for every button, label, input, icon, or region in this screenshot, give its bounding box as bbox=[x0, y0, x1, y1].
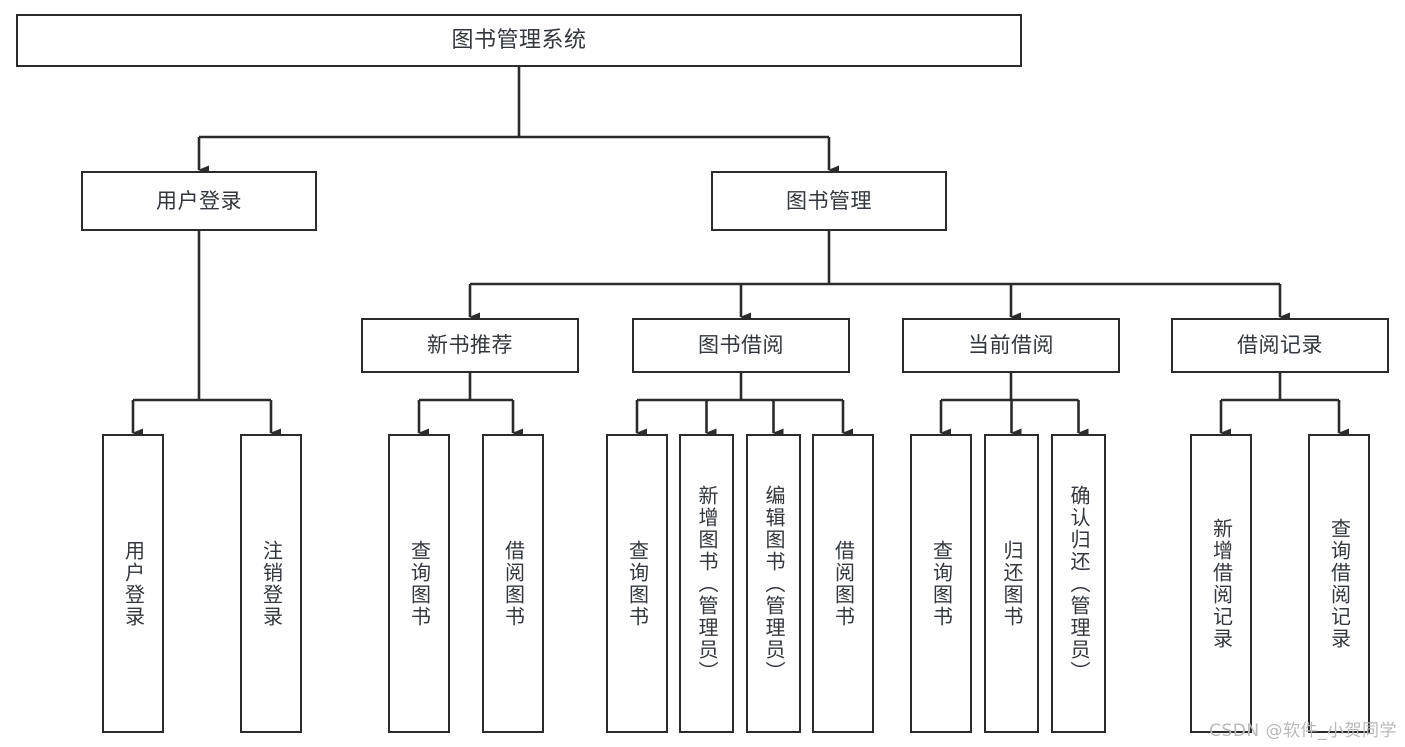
node-label: 新书推荐 bbox=[427, 333, 513, 358]
node-label: 查询借阅记录 bbox=[1327, 517, 1352, 650]
node-root[interactable]: 图书管理系统 bbox=[16, 14, 1022, 67]
node-leaf-logout[interactable]: 注销登录 bbox=[240, 434, 302, 733]
node-user-login[interactable]: 用户登录 bbox=[81, 171, 317, 231]
node-label: 借阅图书 bbox=[501, 539, 526, 628]
node-label: 借阅记录 bbox=[1237, 333, 1323, 358]
node-label: 查询图书 bbox=[929, 539, 954, 628]
node-leaf-add-record[interactable]: 新增借阅记录 bbox=[1190, 434, 1252, 733]
node-leaf-user-login[interactable]: 用户登录 bbox=[102, 434, 164, 733]
node-leaf-query-book-2[interactable]: 查询图书 bbox=[606, 434, 668, 733]
node-label: 借阅图书 bbox=[831, 539, 856, 628]
node-label: 当前借阅 bbox=[968, 333, 1054, 358]
node-leaf-return-book[interactable]: 归还图书 bbox=[984, 434, 1039, 733]
node-label: 图书借阅 bbox=[698, 333, 784, 358]
node-label: 用户登录 bbox=[121, 539, 146, 628]
node-label: 查询图书 bbox=[407, 539, 432, 628]
node-label: 归还图书 bbox=[1000, 539, 1024, 628]
node-leaf-query-record[interactable]: 查询借阅记录 bbox=[1308, 434, 1370, 733]
node-label: 图书管理系统 bbox=[451, 27, 587, 53]
node-label: 注销登录 bbox=[259, 539, 284, 628]
node-label: 图书管理 bbox=[786, 188, 872, 213]
node-label: 用户登录 bbox=[156, 188, 242, 213]
node-leaf-add-book[interactable]: 新增图书（管理员） bbox=[679, 434, 734, 733]
node-label: 编辑图书（管理员） bbox=[762, 484, 786, 683]
node-new-book-rec[interactable]: 新书推荐 bbox=[361, 318, 579, 373]
node-leaf-confirm-return[interactable]: 确认归还（管理员） bbox=[1051, 434, 1106, 733]
node-book-manage[interactable]: 图书管理 bbox=[711, 171, 947, 231]
node-current-borrow[interactable]: 当前借阅 bbox=[902, 318, 1120, 373]
node-book-borrow[interactable]: 图书借阅 bbox=[632, 318, 850, 373]
node-leaf-edit-book[interactable]: 编辑图书（管理员） bbox=[746, 434, 801, 733]
node-leaf-query-book-1[interactable]: 查询图书 bbox=[388, 434, 450, 733]
node-label: 新增图书（管理员） bbox=[695, 484, 719, 683]
watermark-text: CSDN @软件_小贺同学 bbox=[1209, 721, 1397, 741]
node-label: 新增借阅记录 bbox=[1209, 517, 1234, 650]
node-leaf-borrow-book-1[interactable]: 借阅图书 bbox=[482, 434, 544, 733]
node-label: 确认归还（管理员） bbox=[1067, 484, 1091, 683]
node-borrow-record[interactable]: 借阅记录 bbox=[1171, 318, 1389, 373]
node-leaf-query-book-3[interactable]: 查询图书 bbox=[910, 434, 972, 733]
node-label: 查询图书 bbox=[625, 539, 650, 628]
node-leaf-borrow-book-2[interactable]: 借阅图书 bbox=[812, 434, 874, 733]
